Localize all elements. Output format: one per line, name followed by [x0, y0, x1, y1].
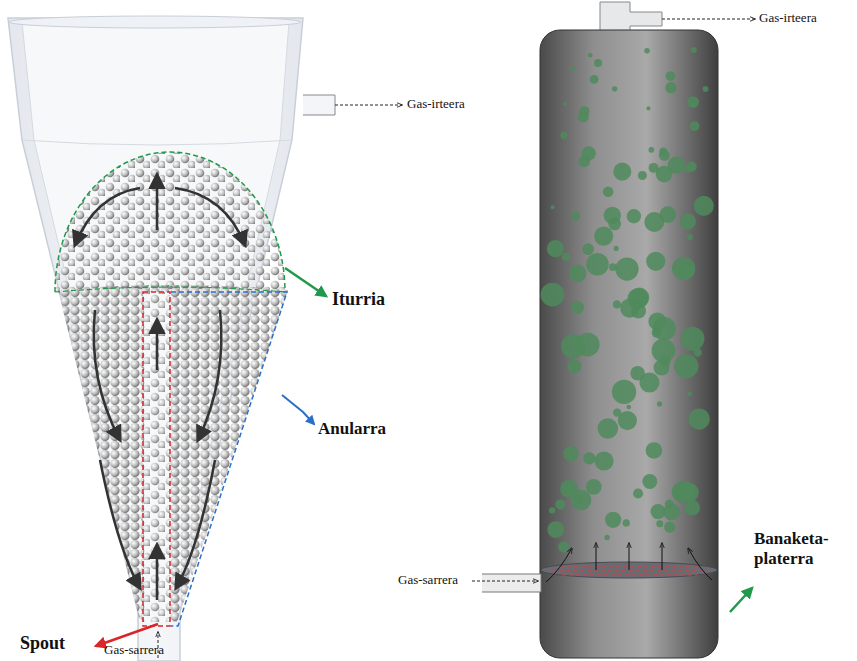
fountain-label: Iturria [332, 289, 385, 310]
spout-label: Spout [20, 633, 65, 654]
inlet-label: Gas-sarrera [398, 573, 458, 588]
annulus-label: Anularra [318, 419, 386, 439]
outlet-label: Gas-irteera [407, 97, 465, 112]
inlet-label: Gas-sarrera [104, 643, 164, 658]
outlet-label: Gas-irteera [759, 11, 817, 26]
distributor-plate-label: Banaketa- platerra [754, 529, 850, 568]
